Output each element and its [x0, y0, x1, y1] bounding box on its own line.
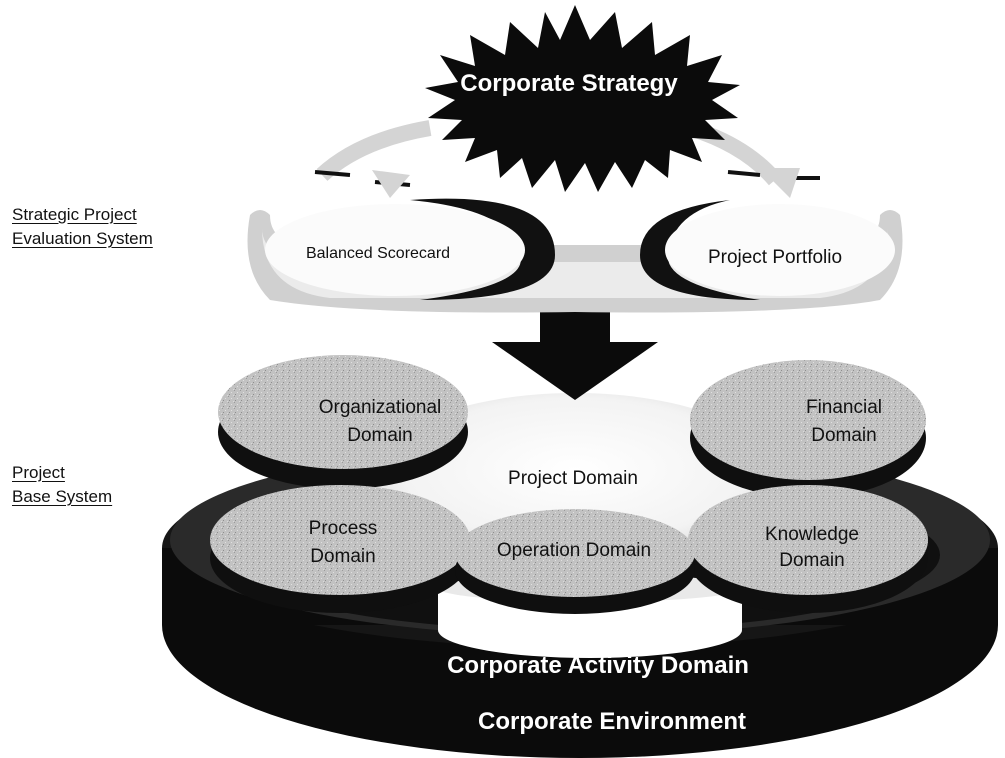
strategic-project-evaluation-system-label: Strategic Project Evaluation System [12, 203, 153, 251]
strategy-title: Corporate Strategy [460, 70, 678, 97]
project-domain-plate [370, 393, 780, 563]
process-domain-disc [210, 485, 470, 613]
operation-domain-disc [455, 509, 695, 614]
process-domain-label-2: Domain [310, 546, 375, 567]
knowledge-domain-label-2: Domain [779, 550, 844, 571]
project-domain-label: Project Domain [508, 468, 638, 489]
financial-domain-disc [690, 360, 926, 498]
organizational-domain-disc [218, 355, 468, 489]
corporate-activity-domain-label: Corporate Activity Domain [447, 652, 749, 679]
strategic-label-line-2: Evaluation System [12, 229, 153, 248]
evaluation-system-cloud [247, 198, 903, 313]
knowledge-domain-label-1: Knowledge [765, 524, 859, 545]
financial-domain-label-1: Financial [806, 397, 882, 418]
down-arrow [492, 300, 658, 400]
financial-domain-label-2: Domain [811, 425, 876, 446]
organizational-domain-label-2: Domain [347, 425, 412, 446]
project-base-system-label: Project Base System [12, 461, 112, 509]
strategic-label-line-1: Strategic Project [12, 205, 137, 224]
knowledge-domain-disc [688, 485, 928, 613]
corporate-strategy-burst [425, 5, 740, 192]
base-label-line-2: Base System [12, 487, 113, 506]
base-label-line-1: Project [12, 463, 65, 482]
project-portfolio-label: Project Portfolio [708, 247, 842, 268]
corporate-environment-label: Corporate Environment [478, 708, 746, 735]
operation-domain-label: Operation Domain [497, 540, 651, 561]
organizational-domain-label-1: Organizational [319, 397, 442, 418]
process-domain-label-1: Process [309, 518, 378, 539]
balanced-scorecard-label: Balanced Scorecard [306, 245, 450, 262]
